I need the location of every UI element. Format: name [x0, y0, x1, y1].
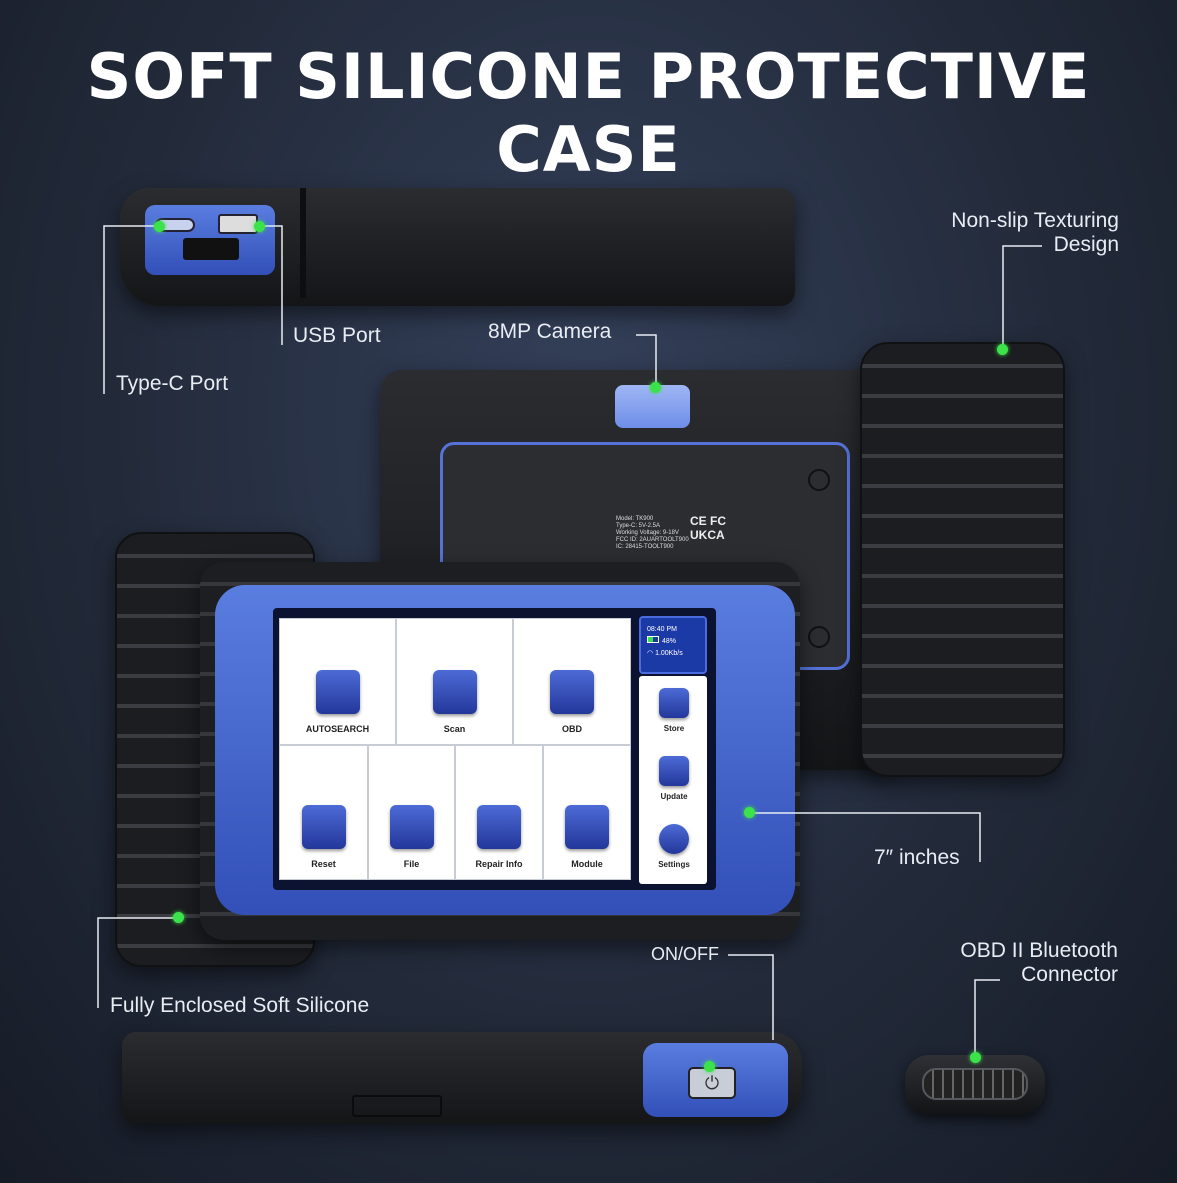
page-title: SOFT SILICONE PROTECTIVE CASE: [86, 40, 1091, 186]
label-line: OBD II Bluetooth: [960, 939, 1118, 962]
file-icon: [389, 805, 434, 849]
label-usb: USB Port: [293, 324, 381, 347]
update-icon: [659, 756, 689, 786]
label-line: Model: TK900: [616, 516, 654, 522]
label-screen-size: 7″ inches: [874, 846, 960, 869]
callout-dot: [173, 912, 184, 923]
callout-dot: [744, 807, 755, 818]
label-obd: OBD II Bluetooth Connector: [900, 939, 1118, 987]
tile-label: Scan: [443, 724, 466, 734]
back-label: Model: TK900 Type-C: 5V-2.5A Working Vol…: [616, 516, 689, 551]
certification-marks: CE FC UKCA: [690, 514, 726, 542]
tile-obd[interactable]: OBD: [513, 618, 631, 745]
tile-label: File: [403, 859, 420, 869]
tile-label: Module: [571, 859, 603, 869]
sidebar-update[interactable]: Update: [643, 756, 705, 801]
callout-dot: [650, 382, 661, 393]
label-line: Design: [1053, 233, 1119, 256]
label-line: Connector: [1021, 963, 1118, 986]
network-speed: 1.00Kb/s: [655, 650, 683, 657]
obd-icon: [550, 670, 594, 714]
label-camera: 8MP Camera: [488, 320, 612, 343]
screw: [808, 626, 830, 648]
label-type-c: Type-C Port: [116, 372, 229, 395]
grip-right: [860, 342, 1065, 777]
tile-label: Repair Info: [475, 859, 523, 869]
sidebar-settings[interactable]: Settings: [643, 824, 705, 869]
tile-file[interactable]: File: [368, 745, 455, 880]
tile-label: OBD: [562, 724, 582, 734]
callout-dot: [254, 221, 265, 232]
reset-icon: [301, 805, 346, 849]
obd-pins: [922, 1068, 1028, 1100]
callout-dot: [970, 1052, 981, 1063]
sidebar-label: Update: [660, 792, 688, 801]
status-panel: 08:40 PM 48% ◠ 1.00Kb/s: [639, 616, 707, 674]
sidebar-label: Settings: [658, 860, 690, 869]
screw: [808, 469, 830, 491]
label-line: Type-C: 5V-2.5A: [616, 523, 661, 529]
power-button[interactable]: ⏻: [688, 1067, 736, 1099]
bottom-slot: [352, 1095, 442, 1117]
tile-module[interactable]: Module: [543, 745, 631, 880]
label-line: Non-slip Texturing: [951, 209, 1119, 232]
tile-autosearch[interactable]: AUTOSEARCH: [279, 618, 396, 745]
module-icon: [565, 805, 609, 849]
settings-gear-icon: [659, 824, 689, 854]
store-icon: [659, 688, 689, 718]
sidebar: Store Update Settings: [639, 676, 707, 884]
tile-reset[interactable]: Reset: [279, 745, 368, 880]
port-cover: [183, 238, 239, 260]
tile-scan[interactable]: Scan: [396, 618, 513, 745]
callout-dot: [997, 344, 1008, 355]
sidebar-store[interactable]: Store: [643, 688, 705, 733]
callout-dot: [154, 221, 165, 232]
tile-label: AUTOSEARCH: [305, 724, 370, 734]
status-time: 08:40 PM: [647, 626, 677, 633]
autosearch-icon: [315, 670, 360, 714]
top-grip-divider: [300, 188, 306, 298]
wifi-icon: ◠: [647, 650, 656, 657]
battery-icon: [647, 636, 659, 643]
label-line: IC: 28415-TOOLT900: [616, 544, 674, 550]
tile-repair-info[interactable]: Repair Info: [455, 745, 543, 880]
car-scan-icon: [432, 670, 477, 714]
label-silicone: Fully Enclosed Soft Silicone: [110, 994, 370, 1017]
label-line: FCC ID: 2AUARTOOLT900: [616, 537, 689, 543]
label-texture: Non-slip Texturing Design: [900, 209, 1119, 257]
label-line: Working Voltage: 9-18V: [616, 530, 679, 536]
screen[interactable]: AUTOSEARCH Scan OBD Reset File Repair In…: [273, 608, 716, 890]
repair-info-icon: [477, 805, 521, 849]
sidebar-label: Store: [663, 724, 685, 733]
label-power: ON/OFF: [651, 944, 719, 964]
tile-label: Reset: [311, 859, 336, 869]
callout-dot: [704, 1061, 715, 1072]
battery-level: 48%: [662, 638, 677, 645]
